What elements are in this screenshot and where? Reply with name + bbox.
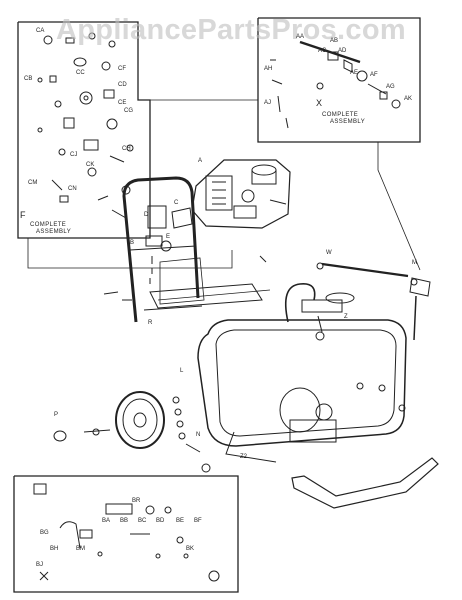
throttle-rod [259, 255, 409, 278]
callout-c: C [174, 200, 179, 206]
callout-bg: BG [40, 530, 49, 536]
base-pan [143, 283, 263, 311]
inset-f-caption-line1: COMPLETE [30, 222, 67, 228]
callout-bm: BM [76, 546, 85, 552]
callout-cb: CB [24, 76, 33, 82]
inset-f-panel [17, 21, 151, 239]
pulley [53, 391, 211, 473]
callout-bd: BD [156, 518, 165, 524]
callout-aj: AJ [264, 100, 272, 106]
callout-bh: BH [50, 546, 59, 552]
fuel-line [284, 283, 355, 341]
inset-f-caption-line2: ASSEMBLY [36, 229, 72, 235]
inset-x-letter: X [316, 98, 323, 108]
callout-z: Z [344, 314, 348, 320]
callout-ah: AH [264, 66, 273, 72]
callout-p: P [54, 412, 59, 418]
handle-frame [122, 176, 200, 323]
callout-bj: BJ [36, 562, 44, 568]
callout-cg: CG [124, 108, 133, 114]
control-parts [103, 205, 271, 305]
callout-e: E [166, 234, 171, 240]
callout-ck: CK [86, 162, 95, 168]
callout-r: R [148, 320, 153, 326]
callout-af: AF [370, 72, 378, 78]
callout-bf: BF [194, 518, 202, 524]
skid-plate [291, 457, 439, 509]
callout-d: D [144, 212, 149, 218]
callout-cd: CD [118, 82, 127, 88]
callout-ae: AE [350, 70, 359, 76]
callout-be: BE [176, 518, 185, 524]
callout-cf: CF [118, 66, 126, 72]
inset-x-caption-line2: ASSEMBLY [330, 119, 366, 125]
inset-f-letter: F [20, 210, 26, 220]
callout-m: M [412, 260, 417, 266]
callout-ce: CE [118, 100, 127, 106]
callout-cc: CC [76, 70, 85, 76]
callout-bb: BB [120, 518, 129, 524]
callout-br: BR [132, 498, 141, 504]
callout-cm: CM [28, 180, 38, 186]
callout-a: A [198, 158, 203, 164]
callout-bc: BC [138, 518, 147, 524]
callout-ac: AC [318, 48, 327, 54]
control-lever [409, 277, 431, 341]
callout-ba: BA [102, 518, 111, 524]
engine-assembly [191, 159, 291, 229]
callout-b: B [130, 240, 135, 246]
callout-aa: AA [296, 34, 305, 40]
callout-ca: CA [36, 28, 45, 34]
callout-cn: CN [68, 186, 77, 192]
callout-cj: CJ [70, 152, 78, 158]
callout-l: L [180, 368, 184, 374]
callout-ab: AB [330, 38, 339, 44]
chassis-housing [197, 319, 407, 463]
callout-ad: AD [338, 48, 347, 54]
callout-ch: CH [122, 146, 131, 152]
inset-bottom-panel [13, 475, 239, 593]
callout-ak: AK [404, 96, 413, 102]
callout-n: N [196, 432, 201, 438]
inset-x-caption-line1: COMPLETE [322, 112, 359, 118]
callout-z2: Z2 [240, 454, 248, 460]
callout-ag: AG [386, 84, 395, 90]
callout-w: W [326, 250, 332, 256]
callout-bk: BK [186, 546, 195, 552]
inset-x-panel [257, 17, 421, 143]
